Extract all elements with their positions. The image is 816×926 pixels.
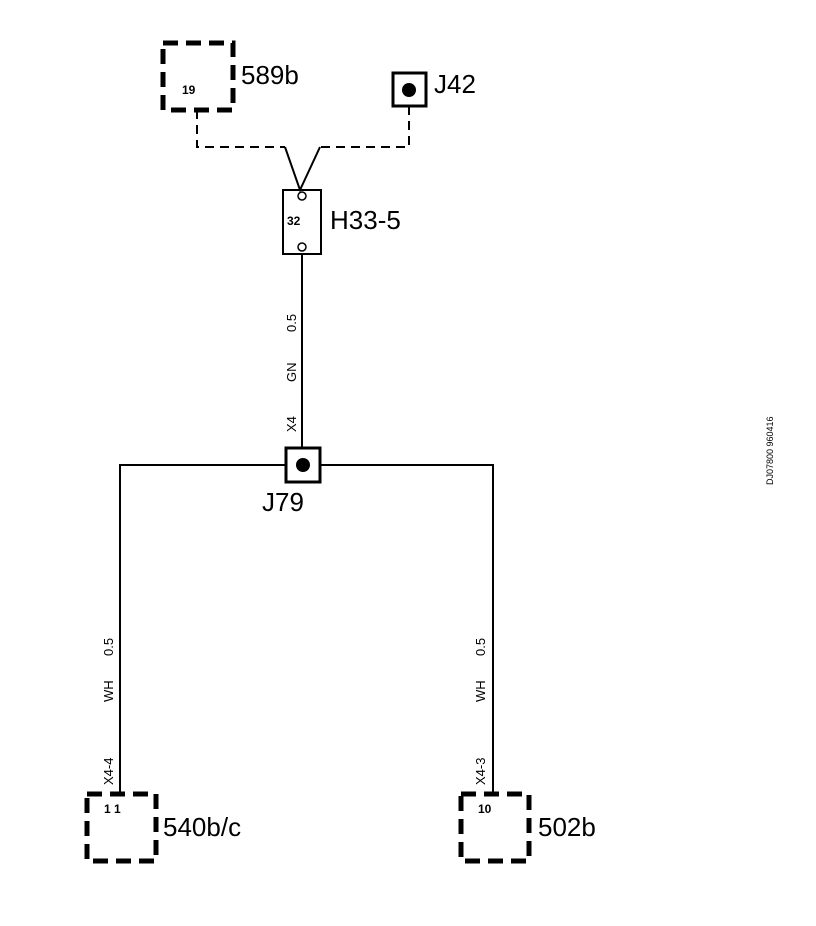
splice-j79[interactable]: J79 (262, 446, 322, 517)
connector-h33-5[interactable]: 32 H33-5 (282, 189, 401, 255)
document-code: DJ07800 960416 (765, 416, 775, 485)
splice-j79-label: J79 (262, 487, 304, 517)
connector-h33-5-pin-label: 32 (287, 214, 301, 228)
wire-j79-left[interactable] (119, 464, 286, 794)
splice-j79-dot (296, 458, 310, 472)
connector-h33-5-pin-top (297, 191, 307, 201)
wire-right-size: 0.5 (473, 638, 488, 656)
splice-j42-dot (402, 83, 416, 97)
component-540b-c-label: 540b/c (163, 812, 241, 842)
splice-j42-label: J42 (434, 69, 476, 99)
component-589b-pin: 19 (182, 83, 196, 97)
wire-left-size: 0.5 (101, 638, 116, 656)
wire-top-color: GN (284, 363, 299, 383)
connector-h33-5-label: H33-5 (330, 205, 401, 235)
component-589b-label: 589b (241, 60, 299, 90)
wire-right-color: WH (473, 680, 488, 702)
dashed-wires-top (196, 106, 410, 148)
wire-left-connector: X4-4 (101, 758, 116, 785)
wire-j79-right[interactable] (320, 464, 494, 794)
component-589b[interactable]: 19 589b (160, 40, 299, 113)
component-540b-c-pin: 1 1 (104, 802, 121, 816)
wire-right-connector: X4-3 (473, 758, 488, 785)
component-502b-pin: 10 (478, 802, 492, 816)
wire-left-color: WH (101, 680, 116, 702)
wire-top-size: 0.5 (284, 314, 299, 332)
component-502b[interactable]: 10 502b (458, 791, 596, 864)
splice-j42[interactable]: J42 (391, 69, 476, 108)
connector-h33-5-pin-bottom (297, 242, 307, 252)
component-502b-label: 502b (538, 812, 596, 842)
wire-merge-v (284, 146, 321, 193)
component-540b-c[interactable]: 1 1 540b/c (84, 791, 241, 864)
wire-top-connector: X4 (284, 416, 299, 432)
